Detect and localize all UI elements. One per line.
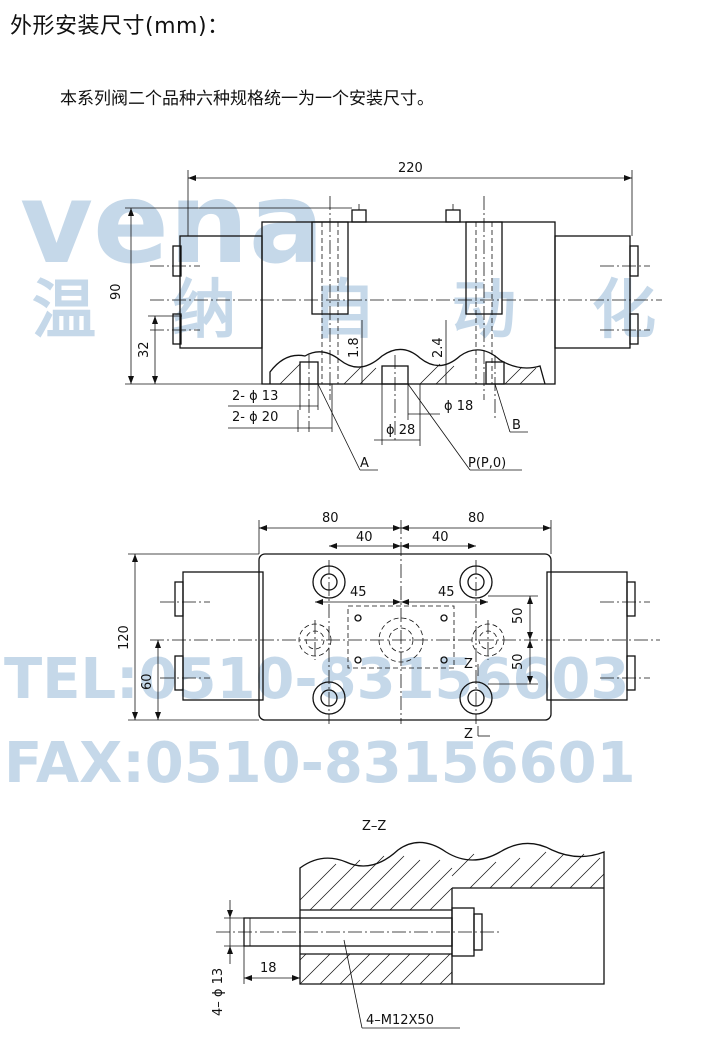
dim-40-left: 40 xyxy=(356,530,373,545)
dim-40-right: 40 xyxy=(432,530,449,545)
label-port-a: A xyxy=(360,456,369,471)
top-view: 80 80 40 40 45 45 50 50 120 60 Z Z xyxy=(117,511,660,742)
label-port-p: P(P,0) xyxy=(468,456,506,471)
section-view: Z–Z xyxy=(211,819,605,1029)
dim-90: 90 xyxy=(109,283,124,300)
label-2-phi20: 2- ϕ 20 xyxy=(232,410,278,425)
label-4-phi13: 4– ϕ 13 xyxy=(211,968,226,1016)
dim-50-bottom: 50 xyxy=(511,653,526,670)
section-title: Z–Z xyxy=(362,819,386,834)
label-phi18: ϕ 18 xyxy=(444,399,473,414)
page-title: 外形安装尺寸(mm)： xyxy=(10,14,230,39)
watermark-cn-2: 纳 xyxy=(172,274,236,348)
dim-50-top: 50 xyxy=(511,607,526,624)
watermark-cn-1: 温 xyxy=(32,274,96,348)
dim-45-left: 45 xyxy=(350,585,367,600)
dim-80-left: 80 xyxy=(322,511,339,526)
dim-18: 18 xyxy=(260,961,277,976)
dim-2-4: 2.4 xyxy=(431,337,446,358)
label-bolt: 4–M12X50 xyxy=(366,1013,434,1028)
watermark-brand: vena xyxy=(20,159,324,289)
label-2-phi13: 2- ϕ 13 xyxy=(232,389,278,404)
section-mark-z-1: Z xyxy=(464,657,473,672)
dim-60: 60 xyxy=(140,673,155,690)
dim-120: 120 xyxy=(117,625,132,650)
dim-32: 32 xyxy=(137,341,152,358)
dim-45-right: 45 xyxy=(438,585,455,600)
watermark-cn-3: 自 xyxy=(312,274,376,348)
dim-1-8: 1.8 xyxy=(347,337,362,358)
label-phi28: ϕ 28 xyxy=(386,423,415,438)
watermark-cn-5: 化 xyxy=(592,274,656,348)
label-port-b: B xyxy=(512,418,521,433)
dim-220: 220 xyxy=(398,161,423,176)
watermark-tel: TEL:0510-83156603 xyxy=(4,647,629,712)
watermark: vena 温 纳 自 动 化 TEL:0510-83156603 FAX:051… xyxy=(4,159,656,796)
front-view: 220 90 32 1.8 2.4 2- ϕ 13 2- ϕ 20 ϕ 18 xyxy=(109,161,662,471)
watermark-fax: FAX:0510-83156601 xyxy=(4,731,636,796)
subtitle: 本系列阀二个品种六种规格统一为一个安装尺寸。 xyxy=(60,89,434,109)
section-mark-z-2: Z xyxy=(464,727,473,742)
dim-80-right: 80 xyxy=(468,511,485,526)
